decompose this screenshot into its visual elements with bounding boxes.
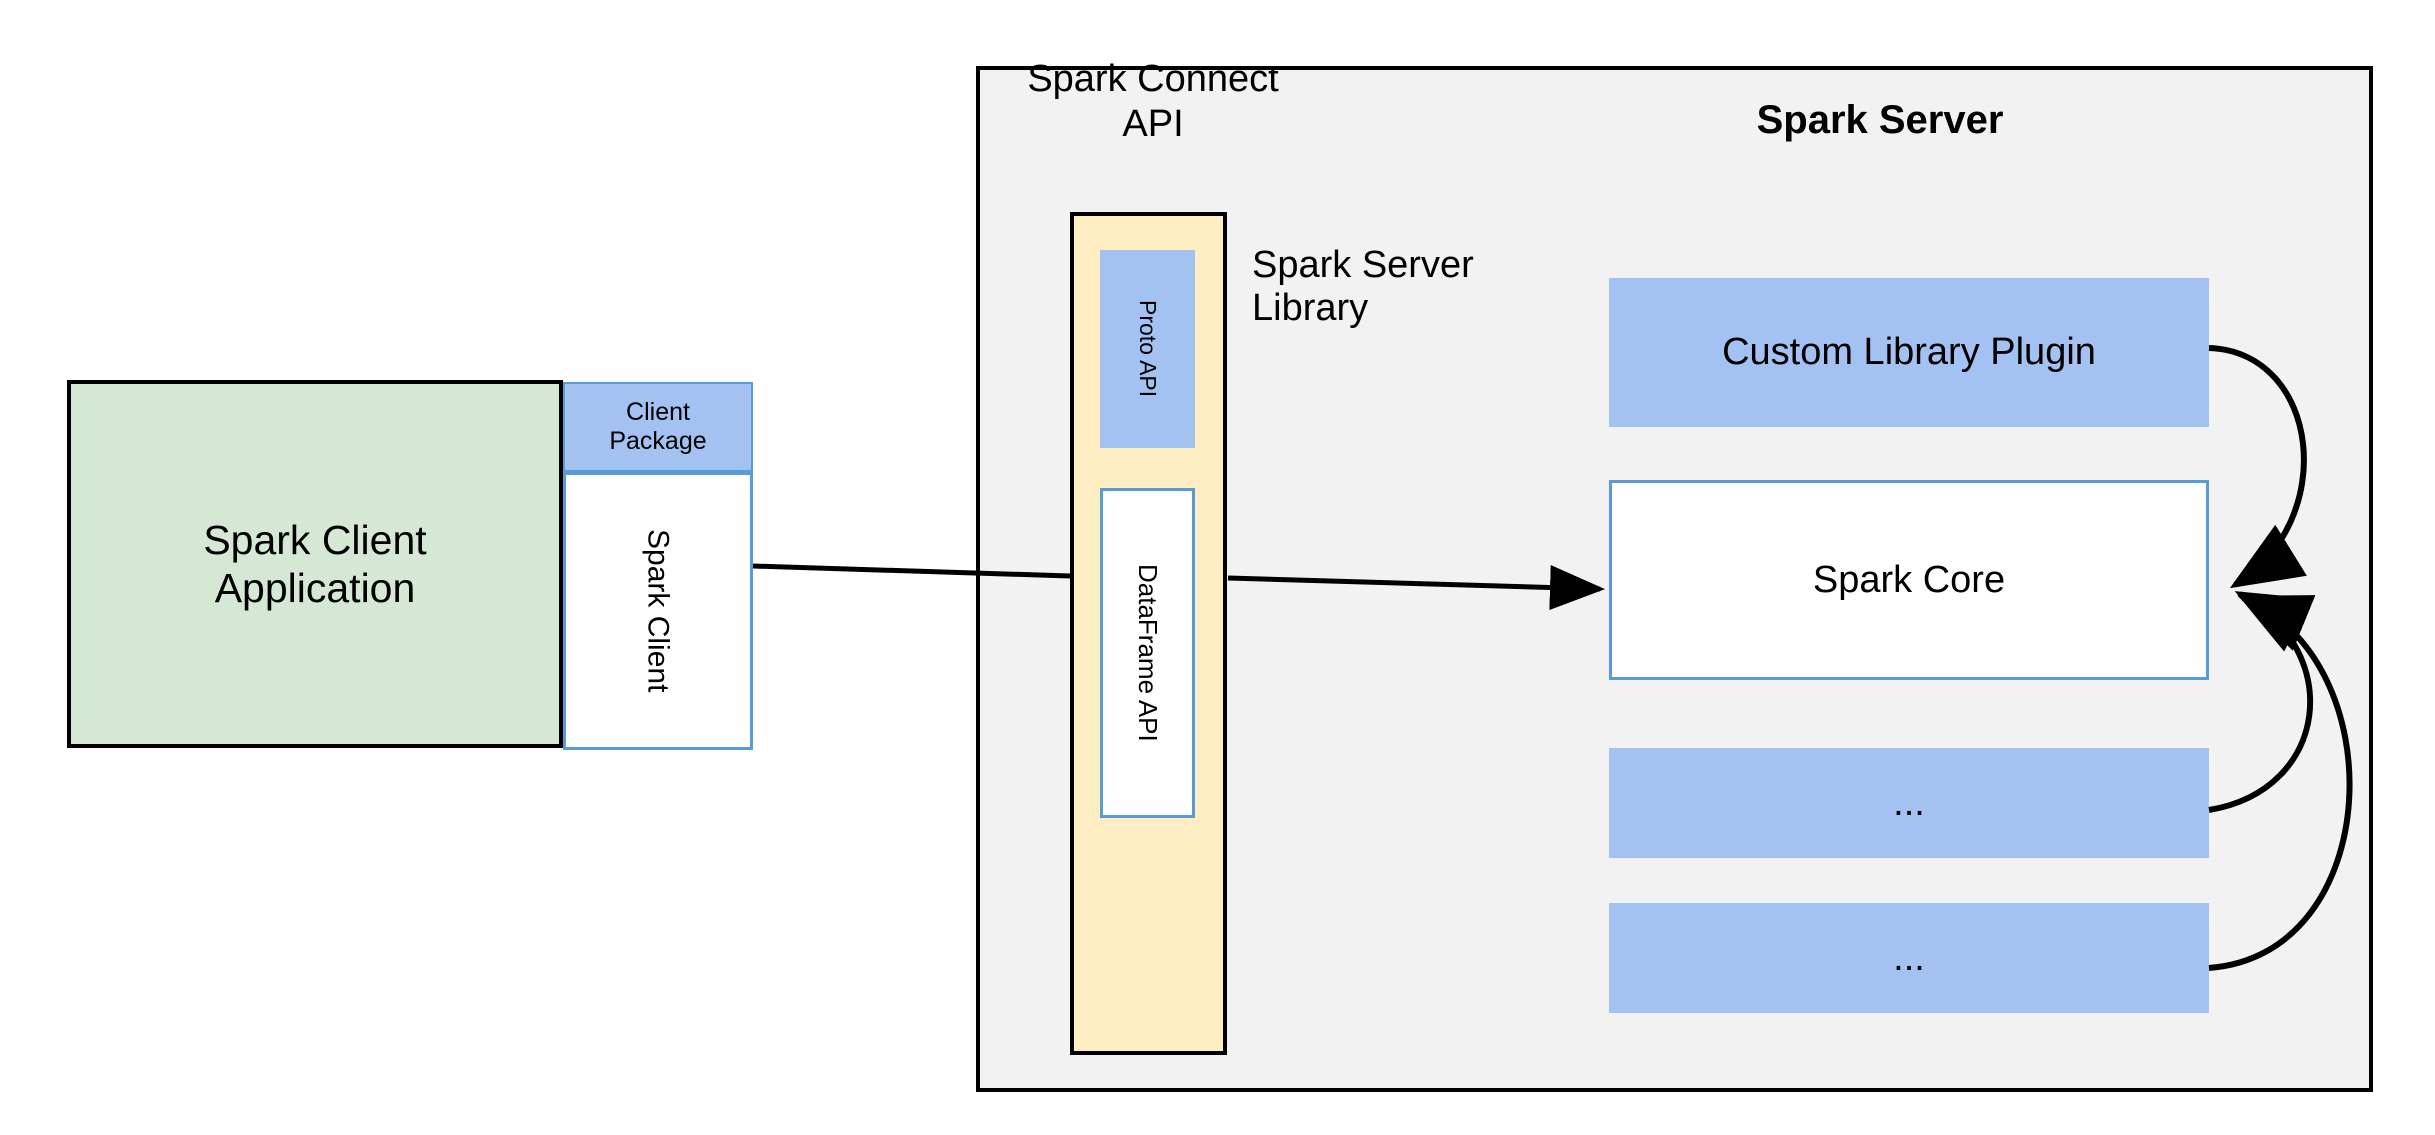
- spark-client-application-label: Spark Client Application: [203, 516, 426, 613]
- spark-client-label: Spark Client: [641, 529, 675, 693]
- spark-connect-api-label-line2: API: [1122, 103, 1184, 145]
- client-package-box: Client Package: [563, 382, 753, 472]
- dataframe-api-box: DataFrame API: [1100, 488, 1195, 818]
- spark-client-application-label-line2: Application: [214, 565, 416, 611]
- spark-core-box: Spark Core: [1609, 480, 2209, 680]
- client-package-label: Client Package: [609, 398, 706, 457]
- spark-server-title: Spark Server: [1756, 98, 2004, 143]
- ellipsis-box-2: ...: [1609, 903, 2209, 1013]
- spark-client-application-label-line1: Spark Client: [203, 516, 427, 563]
- ellipsis-box-1: ...: [1609, 748, 2209, 858]
- spark-server-library-label-line2: Library: [1252, 287, 1369, 329]
- spark-connect-api-label-line1: Spark Connect: [1027, 58, 1279, 101]
- custom-library-plugin-box: Custom Library Plugin: [1609, 278, 2209, 427]
- spark-core-label: Spark Core: [1812, 558, 2006, 601]
- proto-api-box: Proto API: [1100, 250, 1195, 448]
- client-package-label-line2: Package: [609, 427, 707, 455]
- custom-library-plugin-label: Custom Library Plugin: [1722, 331, 2096, 374]
- dataframe-api-label: DataFrame API: [1132, 564, 1163, 742]
- ellipsis-label-2: ...: [1893, 936, 1925, 979]
- spark-server-library-label-line1: Spark Server: [1252, 244, 1474, 286]
- client-package-label-line1: Client: [626, 397, 690, 426]
- spark-client-box: Spark Client: [563, 472, 753, 750]
- spark-client-application-box: Spark Client Application: [67, 380, 563, 748]
- proto-api-label: Proto API: [1135, 300, 1162, 398]
- spark-connect-api-label-text: Spark Connect API: [1027, 57, 1278, 147]
- spark-server-library-label: Spark Server Library: [1252, 244, 1542, 334]
- spark-connect-api-label: Spark Connect API: [1018, 58, 1288, 145]
- ellipsis-label-1: ...: [1893, 781, 1925, 824]
